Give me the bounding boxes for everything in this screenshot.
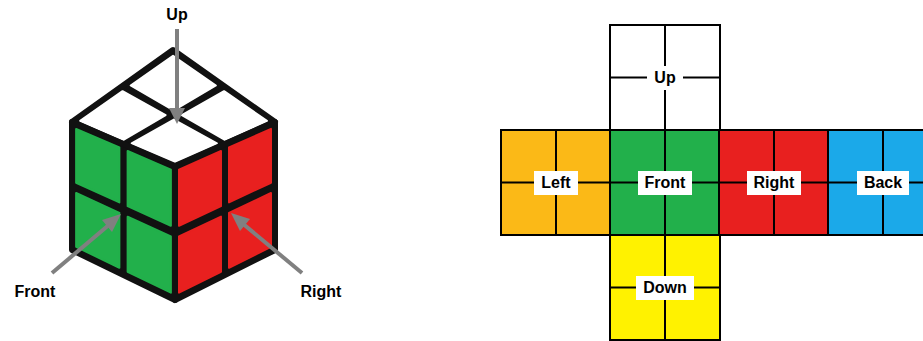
cube-face: [175, 122, 275, 300]
arrow-head: [102, 214, 121, 232]
face-label: Back: [857, 171, 909, 195]
cube-face-square: Down: [609, 234, 721, 341]
face-label: Left: [534, 171, 577, 195]
cube-face-square: Right: [718, 129, 830, 236]
cube-sticker: [179, 217, 221, 293]
pointer-line: [175, 29, 179, 110]
pointer-line: [242, 223, 302, 273]
face-label: Up: [647, 66, 682, 90]
face-label: Right: [747, 171, 802, 195]
cube-sticker: [179, 151, 221, 226]
cube-face-square: Front: [609, 129, 721, 236]
arrow-head: [231, 213, 250, 231]
face-label: Front: [638, 171, 693, 195]
cube-sticker: [76, 129, 119, 203]
pointer-label: Up: [166, 6, 187, 24]
pointer-label: Right: [301, 283, 342, 301]
cube-face-square: Back: [827, 129, 923, 236]
cube-sticker: [76, 193, 119, 268]
cube-sticker: [128, 217, 171, 293]
cube-sticker: [229, 129, 271, 203]
cube-face-square: Up: [609, 24, 721, 131]
cube-drawing: [72, 50, 275, 300]
cube-face-square: Left: [500, 129, 612, 236]
cube-sticker: [128, 151, 171, 226]
pointer-label: Front: [15, 283, 56, 301]
arrow-head: [169, 108, 185, 124]
pointer-line: [52, 224, 110, 273]
pointer-arrows: [52, 29, 302, 273]
cube-face: [72, 122, 175, 300]
face-label: Down: [636, 276, 694, 300]
